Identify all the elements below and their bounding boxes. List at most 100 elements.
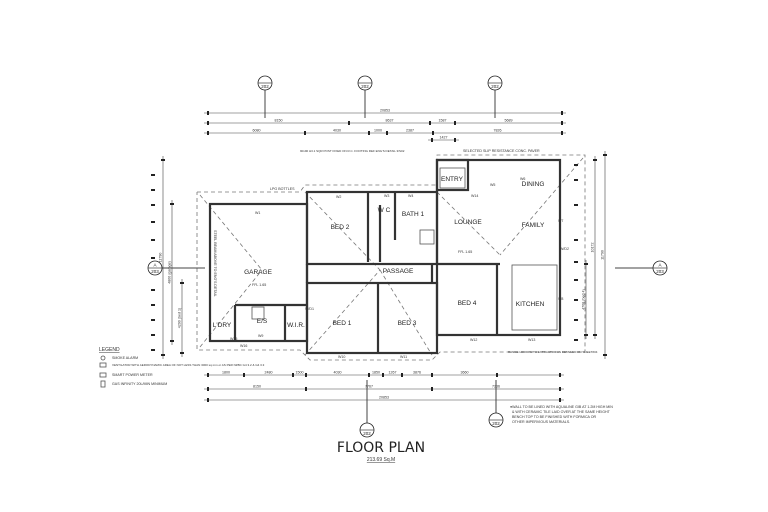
note-steel-beam: STEEL BEAM ABOVE TO ENG'S DETAIL <box>213 230 217 297</box>
dimension-lines: 20853 8150 8637 1587 5689 6080 4030 1000 2387 782… <box>151 109 607 402</box>
room-label-bed4: BED 4 <box>458 300 477 307</box>
dimension-label: 4030 <box>334 371 342 375</box>
note-post: 90x90 H3.1 SQR POST FIXED ON R.C. FOOTIN… <box>300 149 405 153</box>
window-tag: W/D2 <box>560 247 569 251</box>
floor-area: 213.69 Sq.M <box>367 457 395 463</box>
section-marker-sheet: 202 <box>491 84 499 89</box>
room-label-entry: ENTRY <box>441 176 464 183</box>
section-marker-sheet: 202 <box>363 431 371 436</box>
dimension-label: 3876 <box>413 371 421 375</box>
ffl-garage: FFL 1.65 <box>252 283 266 287</box>
roof-outline <box>196 154 586 361</box>
dimension-label: 6080 <box>253 129 261 133</box>
page-title: FLOOR PLAN <box>337 440 425 456</box>
ffl-lounge: FFL 1.65 <box>458 250 472 254</box>
window-tag: W1 <box>255 211 260 215</box>
dimension-label: 4708 (bed 4) <box>582 289 586 309</box>
dimension-label: 8637 <box>386 119 394 123</box>
note-wall-4: OTHER IMPERVIOUS MATERIALS. <box>512 420 570 424</box>
dimension-label: 4030 <box>333 129 341 133</box>
section-marker-sheet: 202 <box>261 84 269 89</box>
legend-item: GAS INFINITY 20L/MIN MINIMUM <box>112 382 167 386</box>
section-marker-letter: A <box>153 263 156 268</box>
window-tag: W/D1 <box>305 307 314 311</box>
window-tag: W10 <box>338 355 345 359</box>
window-tag: W3 <box>384 194 389 198</box>
dimension-label: 1850 <box>372 371 380 375</box>
window-tag: W9 <box>258 334 263 338</box>
dimension-label: 4800 (garage) <box>168 261 172 284</box>
note-lpg: LPG BOTTLES <box>270 187 295 191</box>
window-tag: W7 <box>558 219 563 223</box>
dimension-label: 1500 <box>296 371 304 375</box>
legend-item: SMART POWER METER <box>112 373 153 377</box>
room-label-dining: DINING <box>522 181 545 188</box>
room-label-ldry: L'DRY <box>213 322 232 329</box>
section-marker-sheet: 202 <box>492 421 500 426</box>
legend: LEGEND SMOKE ALARM VENTILATOR WITH AEROD… <box>99 347 265 388</box>
dimension-label: 1427 <box>440 136 448 140</box>
dimension-label: 3660 <box>461 371 469 375</box>
section-marker-sheet: 203 <box>151 269 159 274</box>
dimension-label: 7826 <box>494 129 502 133</box>
room-label-bed1: BED 1 <box>333 320 352 327</box>
dimension-label: 7767 <box>365 385 373 389</box>
window-tag: W6 <box>520 177 525 181</box>
walls <box>208 158 562 355</box>
dimension-label: 11790 <box>601 250 605 260</box>
legend-heading: LEGEND <box>99 347 120 353</box>
dimension-label: 1800 <box>222 371 230 375</box>
note-range-hood: RANGE HOOD WITH EXTRACTOR AS DETAILED ON… <box>508 350 598 354</box>
note-wall-2: & WITH CERAMIC TILE LAID OVER AT THE SAM… <box>512 410 611 414</box>
room-label-family: FAMILY <box>522 222 545 229</box>
room-label-kitchen: KITCHEN <box>516 301 545 308</box>
dimension-label: 10172 <box>591 243 595 253</box>
room-label-garage: GARAGE <box>244 269 272 276</box>
dimension-label: 1587 <box>439 119 447 123</box>
room-label-lounge: LOUNGE <box>454 219 482 226</box>
room-label-wc: W C <box>378 207 391 214</box>
dimension-label: 1000 <box>374 129 382 133</box>
window-tag: W12 <box>470 338 477 342</box>
dimension-label: 8150 <box>253 385 261 389</box>
note-paver: SELECTED SLIP RESISTANCE CONC. PAVER <box>463 149 540 153</box>
section-marker-sheet: 202 <box>361 84 369 89</box>
dimension-label: 4290 (bed 1) <box>178 308 182 328</box>
dimension-label: 8150 <box>275 119 283 123</box>
room-label-bath1: BATH 1 <box>402 211 425 218</box>
dimension-label: 5689 <box>505 119 513 123</box>
section-marker-sheet: 203 <box>656 269 664 274</box>
dimension-label: 1267 <box>389 371 397 375</box>
room-label-bed2: BED 2 <box>331 224 350 231</box>
window-tag: W14 <box>471 194 478 198</box>
window-tag: W5 <box>490 183 495 187</box>
window-tag: W4 <box>408 194 413 198</box>
note-wall-1: ●WALL TO BE LINED WITH AQUALINE GIB AT 1… <box>510 405 613 409</box>
ventilator-icon <box>99 362 107 368</box>
window-tag: W16 <box>240 344 247 348</box>
room-label-es: E/S <box>257 318 268 325</box>
window-tag: W15 <box>230 337 237 341</box>
dimension-label: 2480 <box>265 371 273 375</box>
room-label-passage: PASSAGE <box>383 268 414 275</box>
dimension-label: 2387 <box>406 129 414 133</box>
gas-infinity-icon <box>100 380 106 388</box>
dimension-label: 20853 <box>380 109 390 113</box>
legend-item: SMOKE ALARM <box>112 356 138 360</box>
window-tag: W13 <box>528 338 535 342</box>
room-label-bed3: BED 3 <box>398 320 417 327</box>
window-tag: W8 <box>558 297 563 301</box>
room-label-wir: W.I.R. <box>287 322 305 329</box>
dimension-label: 20853 <box>379 396 389 400</box>
window-tag: W11 <box>400 355 407 359</box>
power-meter-icon <box>99 372 107 378</box>
dimension-label: 11790 <box>159 253 163 263</box>
note-wall-3: BENCH TOP TO BE FINISHED WITH FORMICA OR <box>512 415 597 419</box>
window-tag: W2 <box>336 195 341 199</box>
section-marker-letter: A <box>658 263 661 268</box>
smoke-alarm-icon <box>100 355 106 361</box>
legend-item: VENTILATOR WITH AERODYNAMIC AREA OF NOT … <box>112 363 265 367</box>
